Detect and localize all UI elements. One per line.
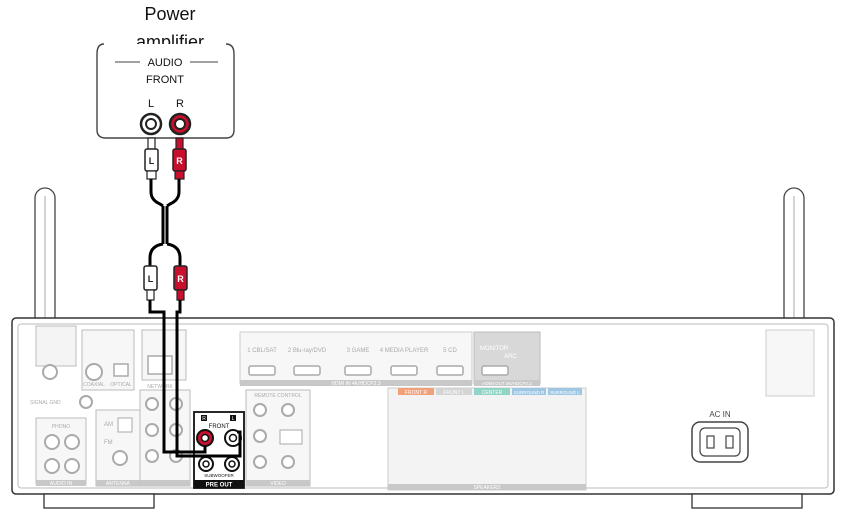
optical-label: OPTICAL [110,382,132,388]
audio-in-label: AUDIO IN [50,481,73,487]
coaxial-jack [85,363,103,381]
pre-out-front-label: FRONT [209,424,230,430]
top-plug-left-label: L [149,156,155,166]
av-receiver: COAXIAL OPTICAL NETWORK SIGNAL GND PHONO… [11,317,835,509]
coaxial-label: COAXIAL [83,382,105,388]
monitor-label: MONITOR [480,346,509,352]
top-plug-right-label: R [176,156,183,166]
network-port [147,355,173,375]
cable-routing [148,300,242,458]
top-plug-left: L [144,137,159,180]
speaker-surround-r-label: SURROUND R [514,390,545,395]
phono-label: PHONO [52,424,70,430]
antenna-left [34,187,56,327]
hdmi-in-2-label: 2 Blu-ray/DVD [288,348,327,354]
bottom-plug-right: R [173,265,188,301]
pre-out-caption: PRE OUT [206,483,233,489]
bottom-plug-left-label: L [148,274,154,284]
amp-right-label: R [176,98,184,110]
antenna-right [783,187,805,327]
speaker-front-r-label: FRONT R [405,390,428,396]
amp-left-label: L [148,98,154,110]
audio-in-panel [35,417,87,485]
top-plug-right: R [172,137,187,180]
arc-label: ARC [504,354,517,360]
fm-label: FM [104,440,113,446]
hdmi-in-labels: 1 CBL/SAT 2 Blu-ray/DVD 3 GAME 4 MEDIA P… [247,348,457,354]
amp-jack-right [168,112,192,136]
speaker-group-front-l [436,388,472,395]
speaker-front-l-label: FRONT L [443,390,465,396]
amp-jack-left [139,112,163,136]
hdmi-in-panel [239,331,473,385]
pre-out-subwoofer-label: SUBWOOFER [204,473,234,478]
amp-front-label: FRONT [146,74,184,86]
network-label: NETWORK [147,384,173,390]
speaker-group-center [474,388,510,395]
speaker-surround-l-label: SURROUND L [550,390,580,395]
speaker-group-front-r [398,388,434,395]
pre-out-front-right-jack [196,429,214,447]
pre-out-l-tag: L [232,416,235,422]
amplifier-title-line1: Power [144,4,196,24]
speaker-terminals: FRONT R FRONT L CENTER SURROUND R SURROU… [387,387,587,491]
speaker-center-label: CENTER [482,390,503,396]
bottom-plug-right-label: R [177,274,184,284]
speakers-caption: SPEAKERS [474,485,502,491]
foot-left [43,493,155,509]
pre-out-subwoofer-jacks [198,456,240,472]
signal-gnd-label: SIGNAL GND [30,400,61,406]
bottom-plug-left: L [143,265,158,301]
hdmi-in-caption: HDMI IN 4K/HDCP2.3 [331,381,380,387]
pre-out-r-tag: R [202,416,206,422]
hdmi-in-1-label: 1 CBL/SAT [247,348,277,354]
power-amplifier-panel: AUDIO FRONT L R [96,43,235,139]
hdmi-in-4-label: 4 MEDIA PLAYER [380,348,429,354]
hdmi-in-5-label: 5 CD [443,348,457,354]
remote-control-label: REMOTE CONTROL [254,393,301,399]
rca-cable: L R L R [143,137,188,301]
speaker-group-surround-r [512,388,546,395]
amp-audio-label: AUDIO [148,57,183,69]
am-label: AM [104,422,113,428]
foot-right [691,493,803,509]
hdmi-in-3-label: 3 GAME [347,348,370,354]
hdmi-in-ports [248,365,464,376]
ac-in-label: AC IN [709,410,731,419]
video-label: VIDEO [270,481,286,487]
pre-out-panel: R L FRONT SUBWOOFER PRE OUT [193,411,245,489]
optical-jack [113,363,129,377]
antenna-label: ANTENNA [106,481,131,487]
speaker-group-surround-l [548,388,582,395]
hdmi-out-caption: HDMI OUT 4K/HDCP2.3 [482,381,532,386]
